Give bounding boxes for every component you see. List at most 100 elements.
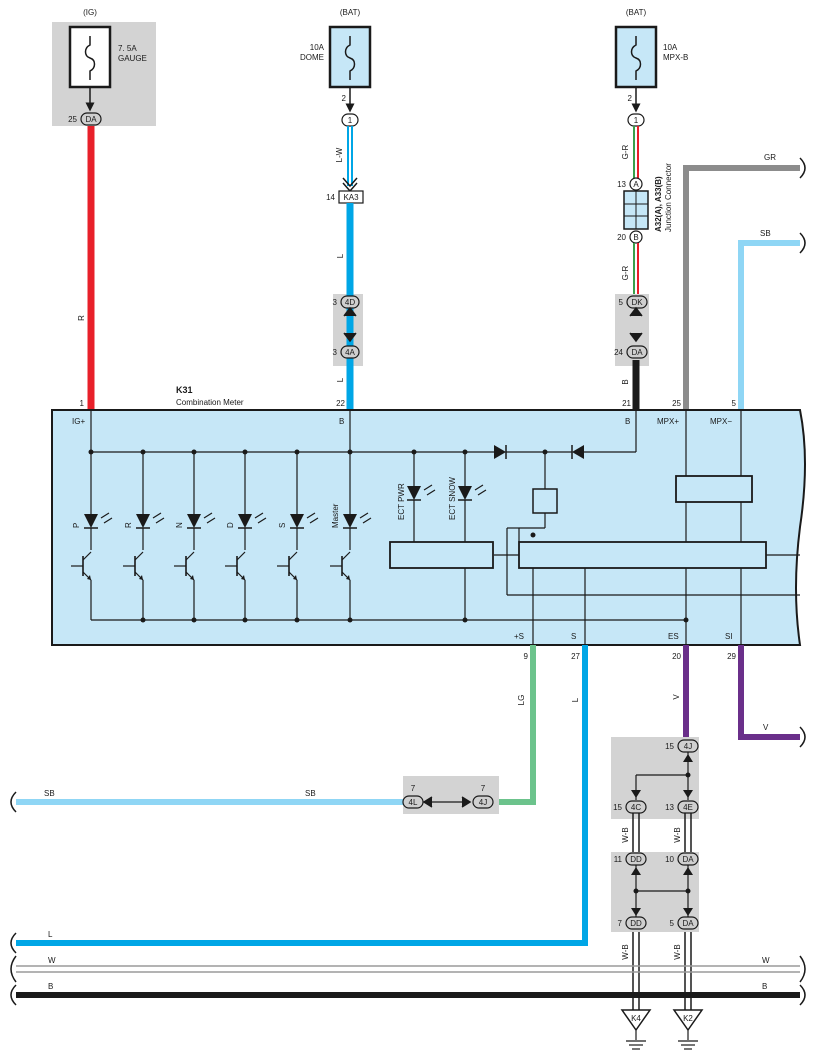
led-ect-pwr-label: ECT PWR [397, 483, 406, 520]
connector-4a-label: 4A [345, 348, 355, 357]
pin-20-num: 20 [672, 652, 681, 661]
fuse-dome-source: (BAT) [340, 8, 361, 17]
fuse-mpxb-name: MPX-B [663, 53, 688, 62]
ground-icon [672, 1009, 704, 1032]
led-icon [84, 514, 98, 528]
indicator-n-label: N [175, 522, 184, 528]
pin-27-name: S [571, 632, 576, 641]
fuse-symbol-icon [344, 36, 356, 80]
indicator-s-label: S [278, 523, 287, 528]
ground-k4: K4 [620, 1009, 652, 1050]
wire-v-es-label: V [672, 694, 681, 700]
wire-gr-top-label: G-R [621, 144, 630, 159]
connector-mpxb-1-label: 1 [634, 116, 639, 125]
wire-b-bottom-label-left: B [48, 982, 53, 991]
wire-l-bottom-label-2: L [48, 930, 53, 939]
wire-sb-top-label: SB [760, 229, 771, 238]
junction-pin-b [629, 230, 643, 244]
fuse-mpxb-source: (BAT) [626, 8, 647, 17]
connector-dd-7-pin: 7 [618, 919, 623, 928]
wire-wb-label-4: W-B [673, 944, 682, 959]
transistor-icon [225, 551, 246, 581]
connector-ka3-pin: 14 [326, 193, 335, 202]
transistor-icon [71, 551, 92, 581]
connector-dome-1-label: 1 [348, 116, 353, 125]
wire-l-bottom [16, 645, 588, 946]
wire-gr [683, 165, 800, 410]
wire-v-si [738, 645, 800, 740]
junction-pin-a-label: A [633, 180, 639, 189]
pin-21-num: 21 [622, 399, 631, 408]
wire-b-label: B [621, 379, 630, 384]
ground-k2-label: K2 [683, 1014, 693, 1023]
diode-icon [572, 445, 584, 459]
wire-v-si-label: V [763, 723, 769, 732]
connector-ka3-label: KA3 [343, 193, 359, 202]
wire-lg-label: LG [517, 695, 526, 706]
wire-b-bottom-label-right: B [762, 982, 767, 991]
led-icon [238, 514, 252, 528]
fuse-dome-rating: 10A [310, 43, 325, 52]
pin-22-num: 22 [336, 399, 345, 408]
pin-20-name: ES [668, 632, 679, 641]
led-icon [290, 514, 304, 528]
wire-gr-label: GR [764, 153, 776, 162]
fuse-gauge-source: (IG) [83, 8, 97, 17]
connector-dk-label: DK [631, 298, 643, 307]
connector-4d-pin: 3 [333, 298, 338, 307]
connector-4c-label: 4C [631, 803, 641, 812]
fuse-gauge-rating: 7. 5A [118, 44, 137, 53]
connector-4j-7 [472, 795, 494, 809]
indicator-s: S [277, 512, 319, 581]
junction-name: A32(A), A33(B) [654, 176, 663, 232]
connector-arrow-icon [631, 754, 693, 798]
junction-pin-a [629, 177, 643, 191]
connector-4l-pin: 7 [411, 784, 416, 793]
wire-lw-label: L-W [335, 147, 344, 162]
transistor-icon [330, 551, 351, 581]
indicator-r: R [123, 512, 165, 581]
connector-mpxb-1 [627, 113, 645, 127]
fuse-symbol-icon [630, 36, 642, 80]
connector-da-24-label: DA [631, 348, 643, 357]
wire-lg [493, 645, 536, 805]
pin-1-num: 1 [80, 399, 85, 408]
ect-driver-module [389, 541, 494, 569]
pin-1-name: IG+ [72, 417, 85, 426]
indicator-master: Master [330, 503, 372, 581]
connector-4a-pin: 3 [333, 348, 338, 357]
connector-da-5-pin: 5 [670, 919, 675, 928]
transistor-icon [123, 551, 144, 581]
led-icon [187, 514, 201, 528]
pin-5-name: MPX− [710, 417, 732, 426]
fuse-mpxb: (BAT) 10A MPX-B 2 1 [614, 8, 688, 127]
connector-dd-11-pin: 11 [614, 855, 623, 864]
led-ect-pwr: ECT PWR [397, 483, 436, 520]
connector-4e [677, 800, 699, 814]
connector-4j-15-label: 4J [684, 742, 692, 751]
double-arrow-icon [342, 177, 358, 193]
pin-25-num: 25 [672, 399, 681, 408]
ground-k2: K2 [672, 1009, 704, 1050]
pin-27-num: 27 [571, 652, 580, 661]
meter-cpu-module [518, 541, 767, 569]
indicator-n: N [174, 512, 216, 581]
transistor-icon [174, 551, 195, 581]
wire-r-label: R [77, 315, 86, 321]
junction-desc: Junction Connector [664, 163, 673, 232]
fuse-dome-pin: 2 [342, 94, 347, 103]
connector-4e-label: 4E [683, 803, 693, 812]
pin-5-num: 5 [732, 399, 737, 408]
pin-9-num: 9 [524, 652, 529, 661]
meter-code: K31 [176, 385, 193, 395]
connector-arrow-icon [631, 867, 693, 916]
fuse-dome: (BAT) 10A DOME 2 1 [300, 8, 372, 127]
pin-9-name: +S [514, 632, 524, 641]
connector-da-10-pin: 10 [665, 855, 674, 864]
connector-4d-label: 4D [345, 298, 355, 307]
fuse-gauge-name: GAUGE [118, 54, 147, 63]
connector-dk [626, 295, 648, 309]
connector-arrow-icon [629, 306, 643, 343]
connector-da-24-pin: 24 [614, 348, 623, 357]
connector-da-10-label: DA [682, 855, 694, 864]
